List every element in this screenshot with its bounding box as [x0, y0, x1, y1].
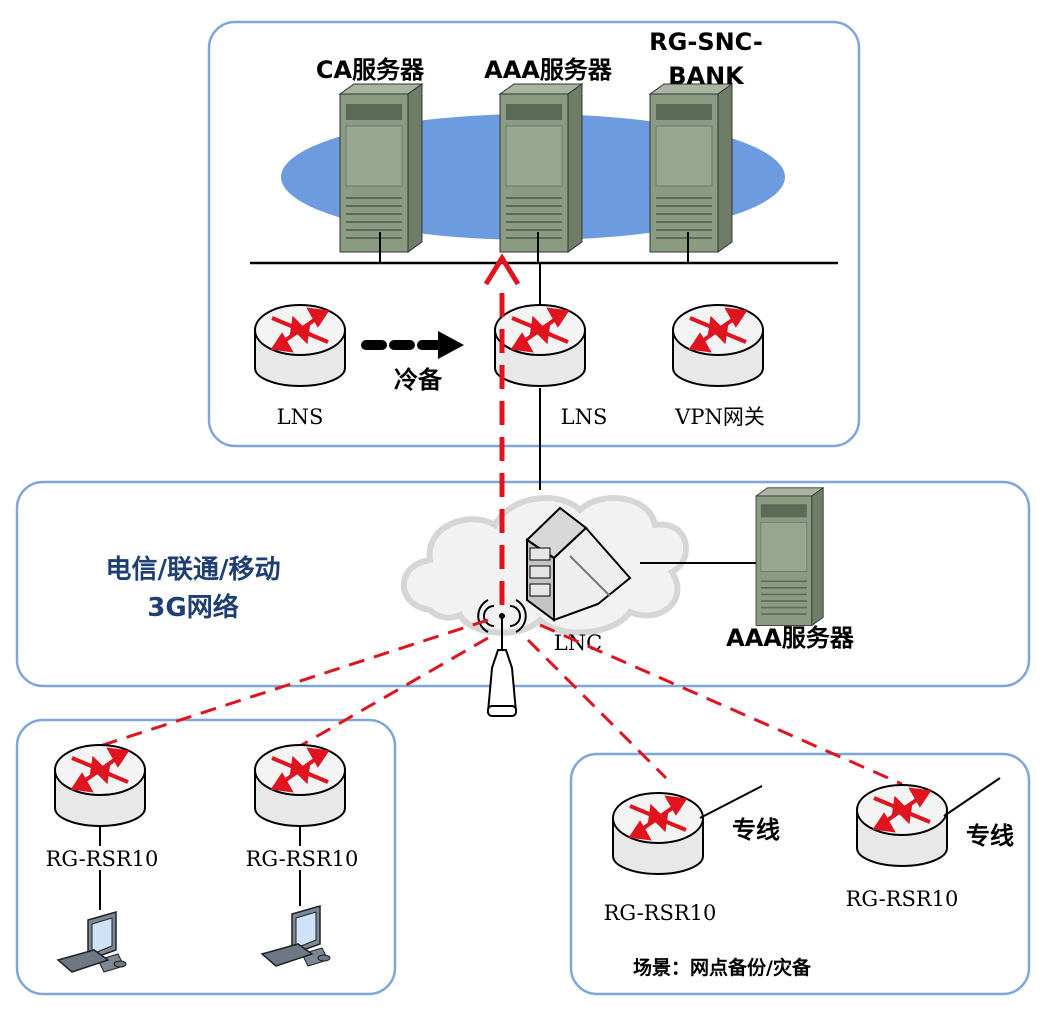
snc-server-icon [649, 83, 733, 253]
vpn-gateway-router-icon [671, 303, 765, 388]
wireless-links [99, 618, 903, 786]
lns-backup-label: LNS [277, 405, 324, 429]
leased-line-1 [699, 785, 763, 819]
lns-backup-router-icon [253, 303, 347, 388]
lns-main-router-icon [493, 303, 587, 388]
ca-server-icon [339, 83, 423, 253]
vpn-gateway-label: VPN网关 [674, 405, 765, 429]
rsr10-router-2-label: RG-RSR10 [246, 847, 359, 871]
cold-backup-label: 冷备 [394, 366, 443, 394]
scenario-label: 场景：网点备份/灾备 [633, 956, 812, 979]
snc-server-label-line1: RG-SNC- [649, 28, 763, 56]
rsr10-router-3-icon [611, 791, 705, 876]
leased-line-2-label: 专线 [966, 822, 1014, 850]
rsr10-router-2-icon [253, 743, 347, 828]
leased-line-1-label: 专线 [732, 816, 780, 844]
snc-server-label-line2: BANK [668, 62, 745, 90]
ca-server-label: CA服务器 [316, 56, 425, 84]
rsr10-router-4-icon [855, 783, 949, 868]
cold-backup-arrow [361, 331, 464, 359]
rsr10-router-3-label: RG-RSR10 [604, 901, 717, 925]
lnc-device-icon [525, 506, 632, 622]
rsr10-router-1-label: RG-RSR10 [46, 847, 159, 871]
carrier-aaa-server-label: AAA服务器 [726, 624, 855, 652]
aaa-server-label: AAA服务器 [484, 56, 613, 84]
rsr10-router-1-icon [53, 743, 147, 828]
carrier-aaa-server-icon [755, 486, 825, 627]
antenna-icon [477, 599, 527, 717]
lnc-label: LNC [554, 631, 602, 655]
rsr10-router-4-label: RG-RSR10 [846, 887, 959, 911]
aaa-server-icon [499, 83, 583, 253]
carrier-network-label-line1: 电信/联通/移动 [106, 555, 281, 585]
carrier-network-label-line2: 3G网络 [147, 592, 238, 623]
leased-line-2 [943, 777, 1001, 817]
vpn-tunnel-arrow [483, 253, 521, 605]
lns-main-label: LNS [561, 405, 608, 429]
